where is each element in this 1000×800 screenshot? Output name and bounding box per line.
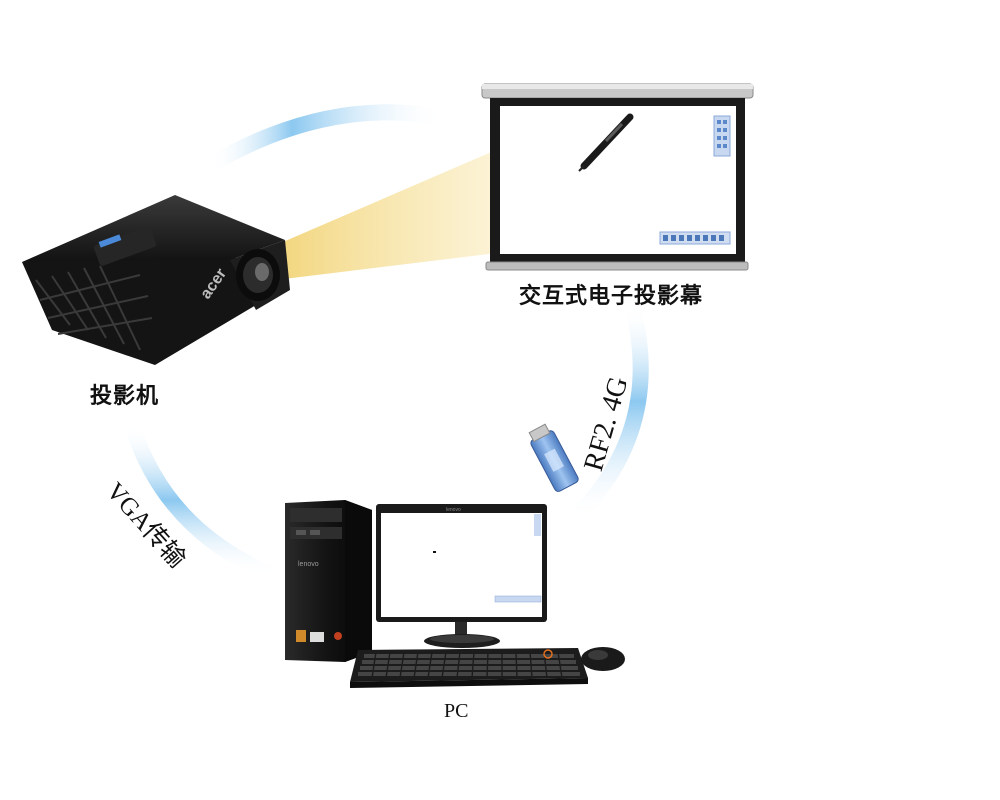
pc-mouse-image [581,647,625,671]
pc-keyboard-image [350,648,588,688]
connection-arc-vga [124,417,280,583]
connection-arc-rf [565,297,649,528]
interactive-screen-image [481,83,754,271]
pc-label: PC [444,700,469,722]
monitor-brand-logo: lenovo [446,507,461,513]
interactive-screen-label: 交互式电子投影幕 [519,284,704,309]
projection-beam [276,150,538,280]
projector-label: 投影机 [90,384,160,409]
connection-arc-top [202,104,453,173]
rf-usb-dongle-icon [528,423,579,492]
pc-tower-image: lenovo [285,500,372,662]
tower-brand-logo: lenovo [298,561,319,568]
pc-monitor-image: lenovo [376,504,547,648]
projector-image: acer [22,195,290,365]
interactive-pen-icon [578,113,634,172]
